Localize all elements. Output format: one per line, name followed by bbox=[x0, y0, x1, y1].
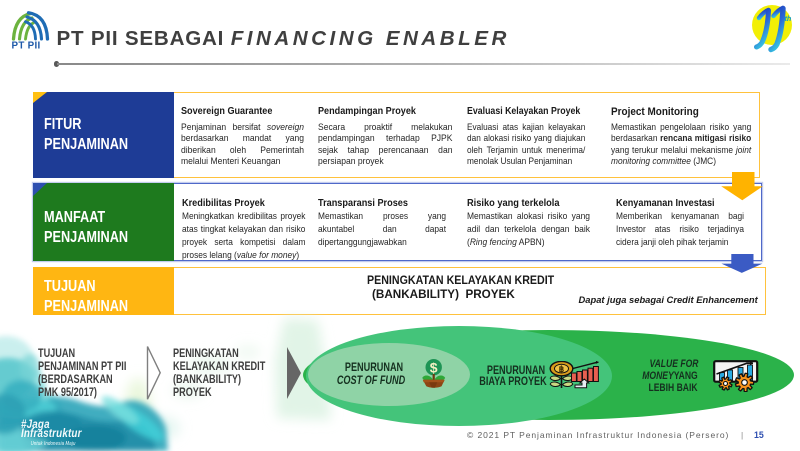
svg-text:฿: ฿ bbox=[559, 364, 565, 374]
svg-text:PT PII: PT PII bbox=[12, 41, 41, 52]
svg-text:th: th bbox=[785, 14, 792, 23]
svg-text:$: $ bbox=[429, 360, 437, 376]
